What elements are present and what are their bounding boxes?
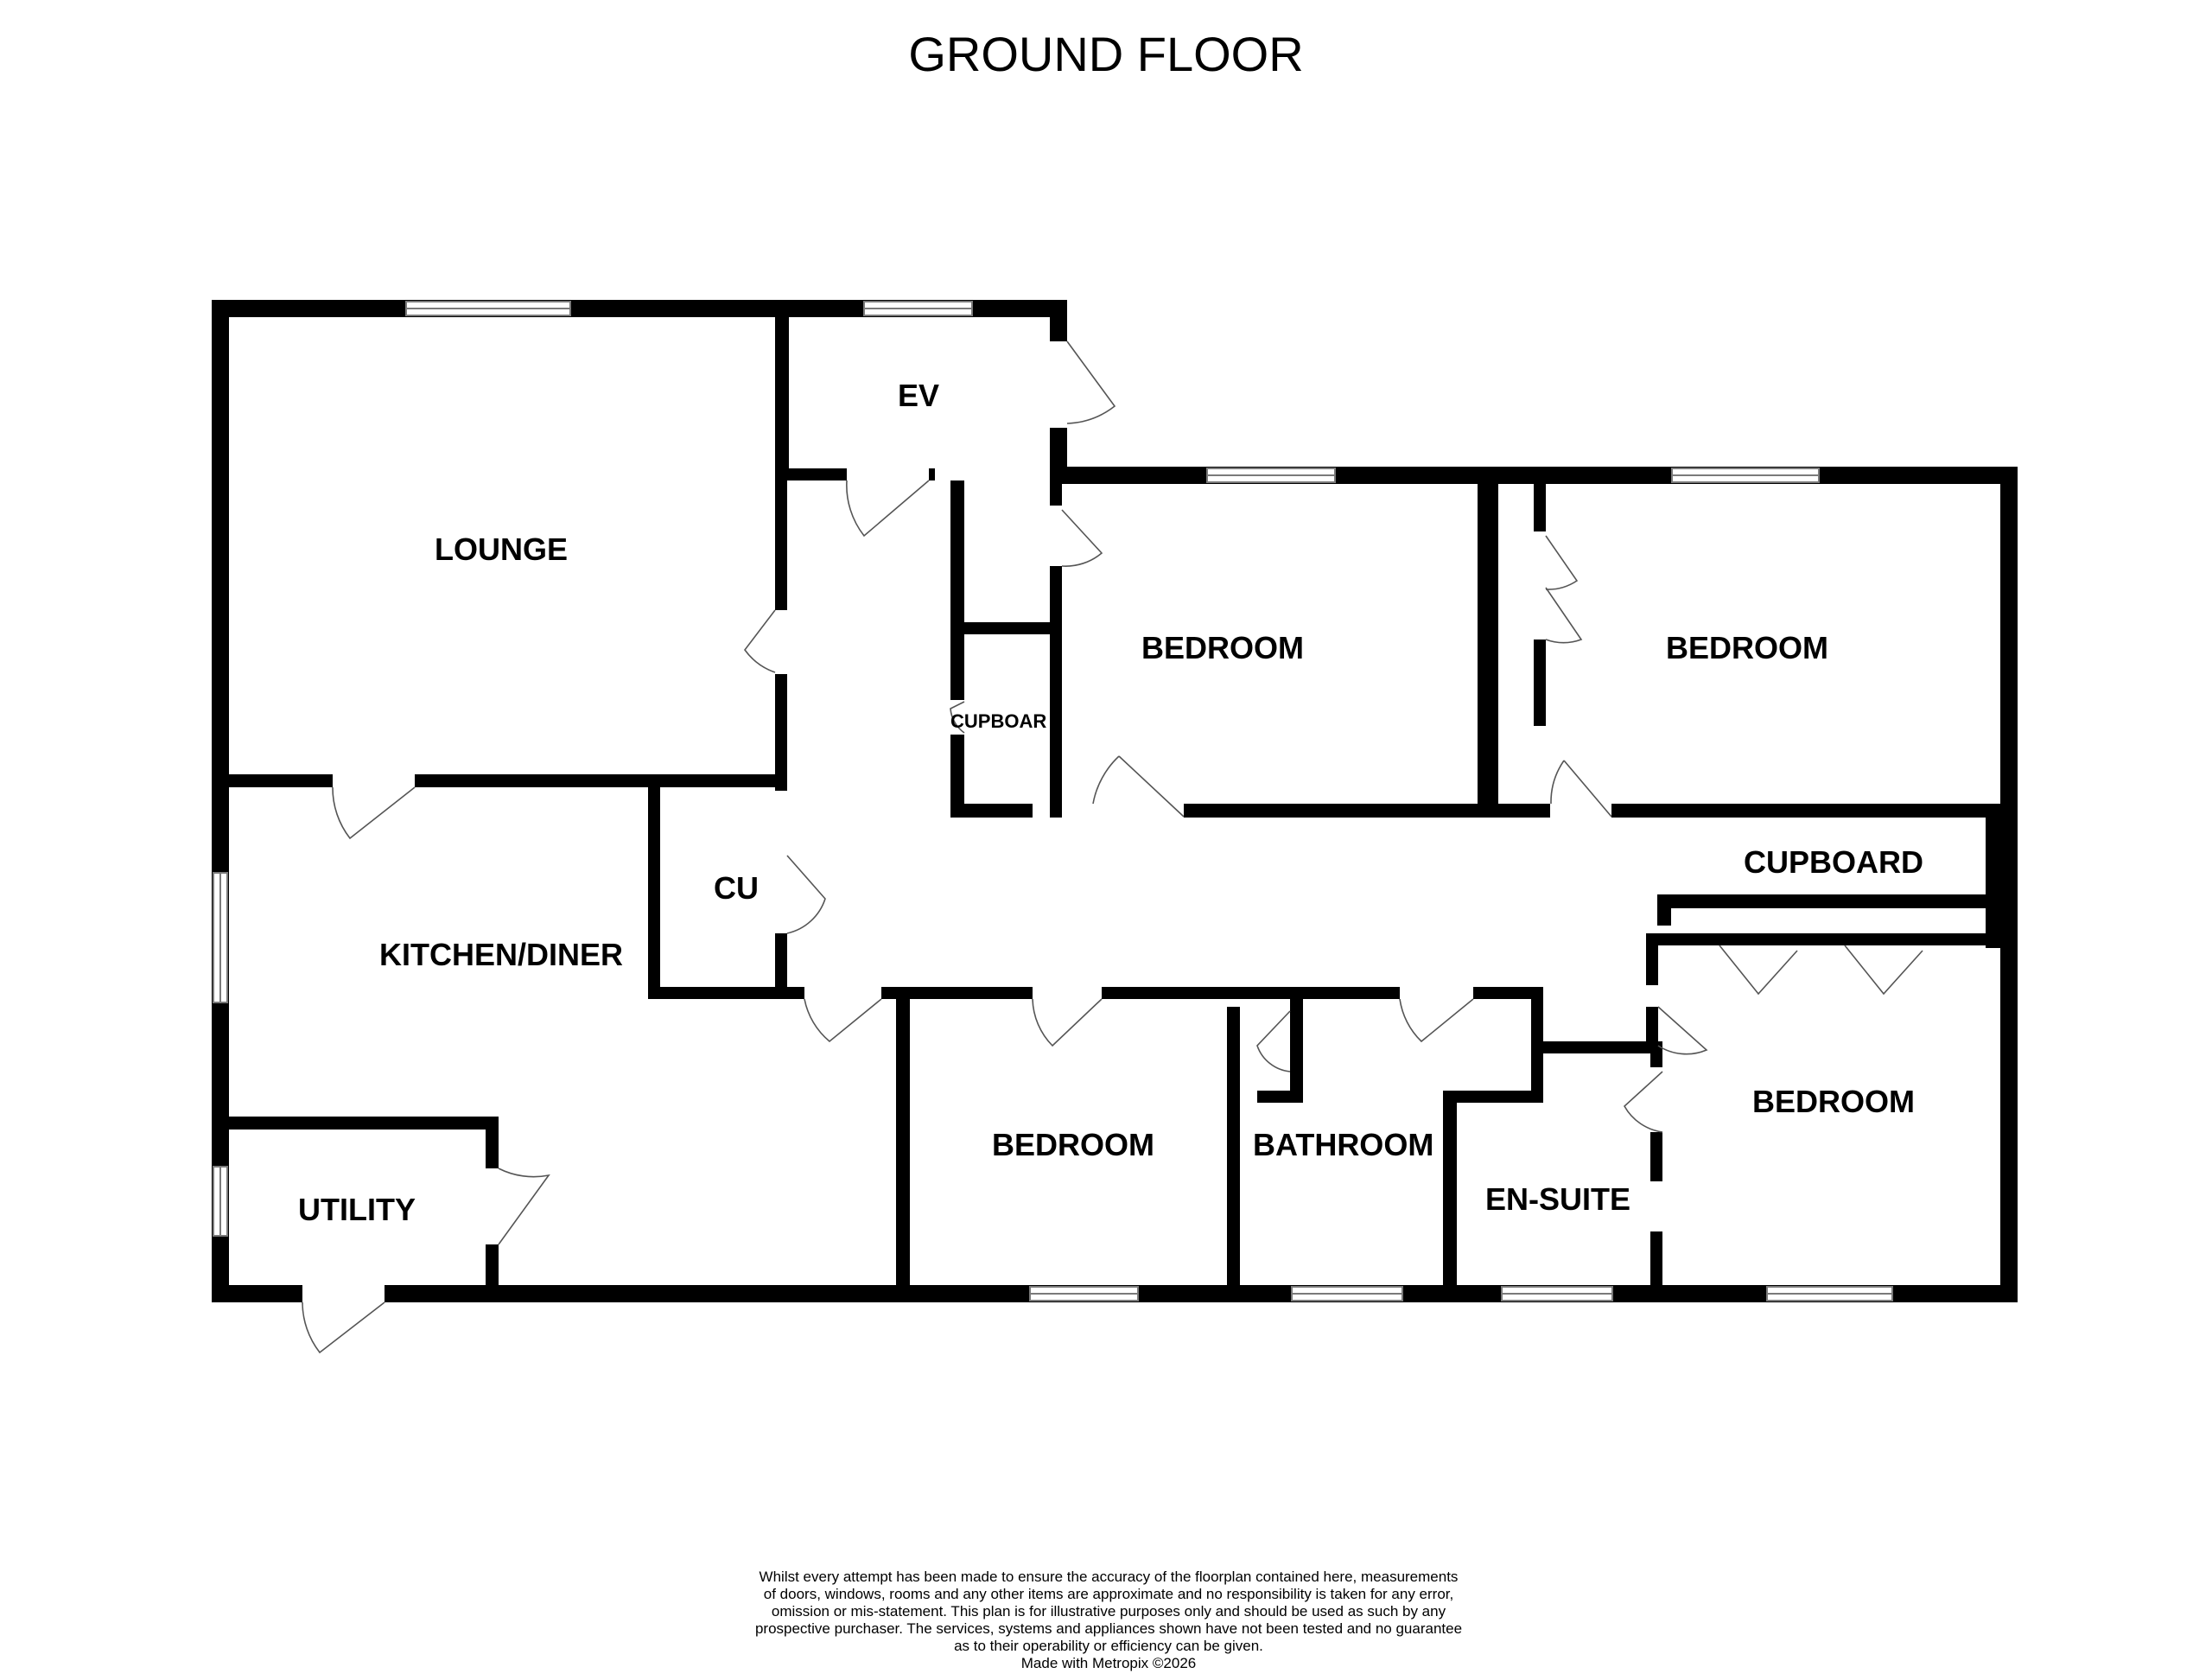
disclaimer-line: as to their operability or efficiency ca… bbox=[954, 1638, 1263, 1654]
room-label-ev: EV bbox=[898, 378, 939, 413]
disclaimer-line: of doors, windows, rooms and any other i… bbox=[764, 1586, 1453, 1602]
disclaimer-line: Whilst every attempt has been made to en… bbox=[760, 1569, 1459, 1585]
door-gaps bbox=[302, 341, 1664, 1304]
disclaimer: Whilst every attempt has been made to en… bbox=[755, 1569, 1462, 1671]
windows bbox=[213, 301, 1893, 1301]
room-label-bedroom-4: BEDROOM bbox=[1752, 1084, 1915, 1119]
disclaimer-line: omission or mis-statement. This plan is … bbox=[772, 1603, 1446, 1620]
room-label-bedroom-1: BEDROOM bbox=[1141, 630, 1304, 665]
room-label-utility: UTILITY bbox=[298, 1192, 416, 1227]
disclaimer-line: prospective purchaser. The services, sys… bbox=[755, 1620, 1462, 1637]
room-label-cupboard-small: CU bbox=[714, 870, 759, 906]
room-labels: LOUNGE EV KITCHEN/DINER CU CUPBOAR BEDRO… bbox=[298, 378, 1923, 1227]
room-label-en-suite: EN-SUITE bbox=[1485, 1181, 1630, 1217]
floor-title: GROUND FLOOR bbox=[908, 27, 1303, 81]
room-label-bedroom-3: BEDROOM bbox=[992, 1127, 1154, 1162]
room-label-kitchen-diner: KITCHEN/DINER bbox=[379, 937, 623, 972]
door-swings bbox=[302, 340, 1923, 1354]
room-label-cupboard-narrow: CUPBOAR bbox=[950, 710, 1046, 732]
room-label-bedroom-2: BEDROOM bbox=[1666, 630, 1828, 665]
room-label-lounge: LOUNGE bbox=[435, 531, 568, 567]
room-label-cupboard-right: CUPBOARD bbox=[1744, 844, 1923, 880]
disclaimer-credit: Made with Metropix ©2026 bbox=[1021, 1655, 1196, 1671]
room-label-bathroom: BATHROOM bbox=[1253, 1127, 1433, 1162]
